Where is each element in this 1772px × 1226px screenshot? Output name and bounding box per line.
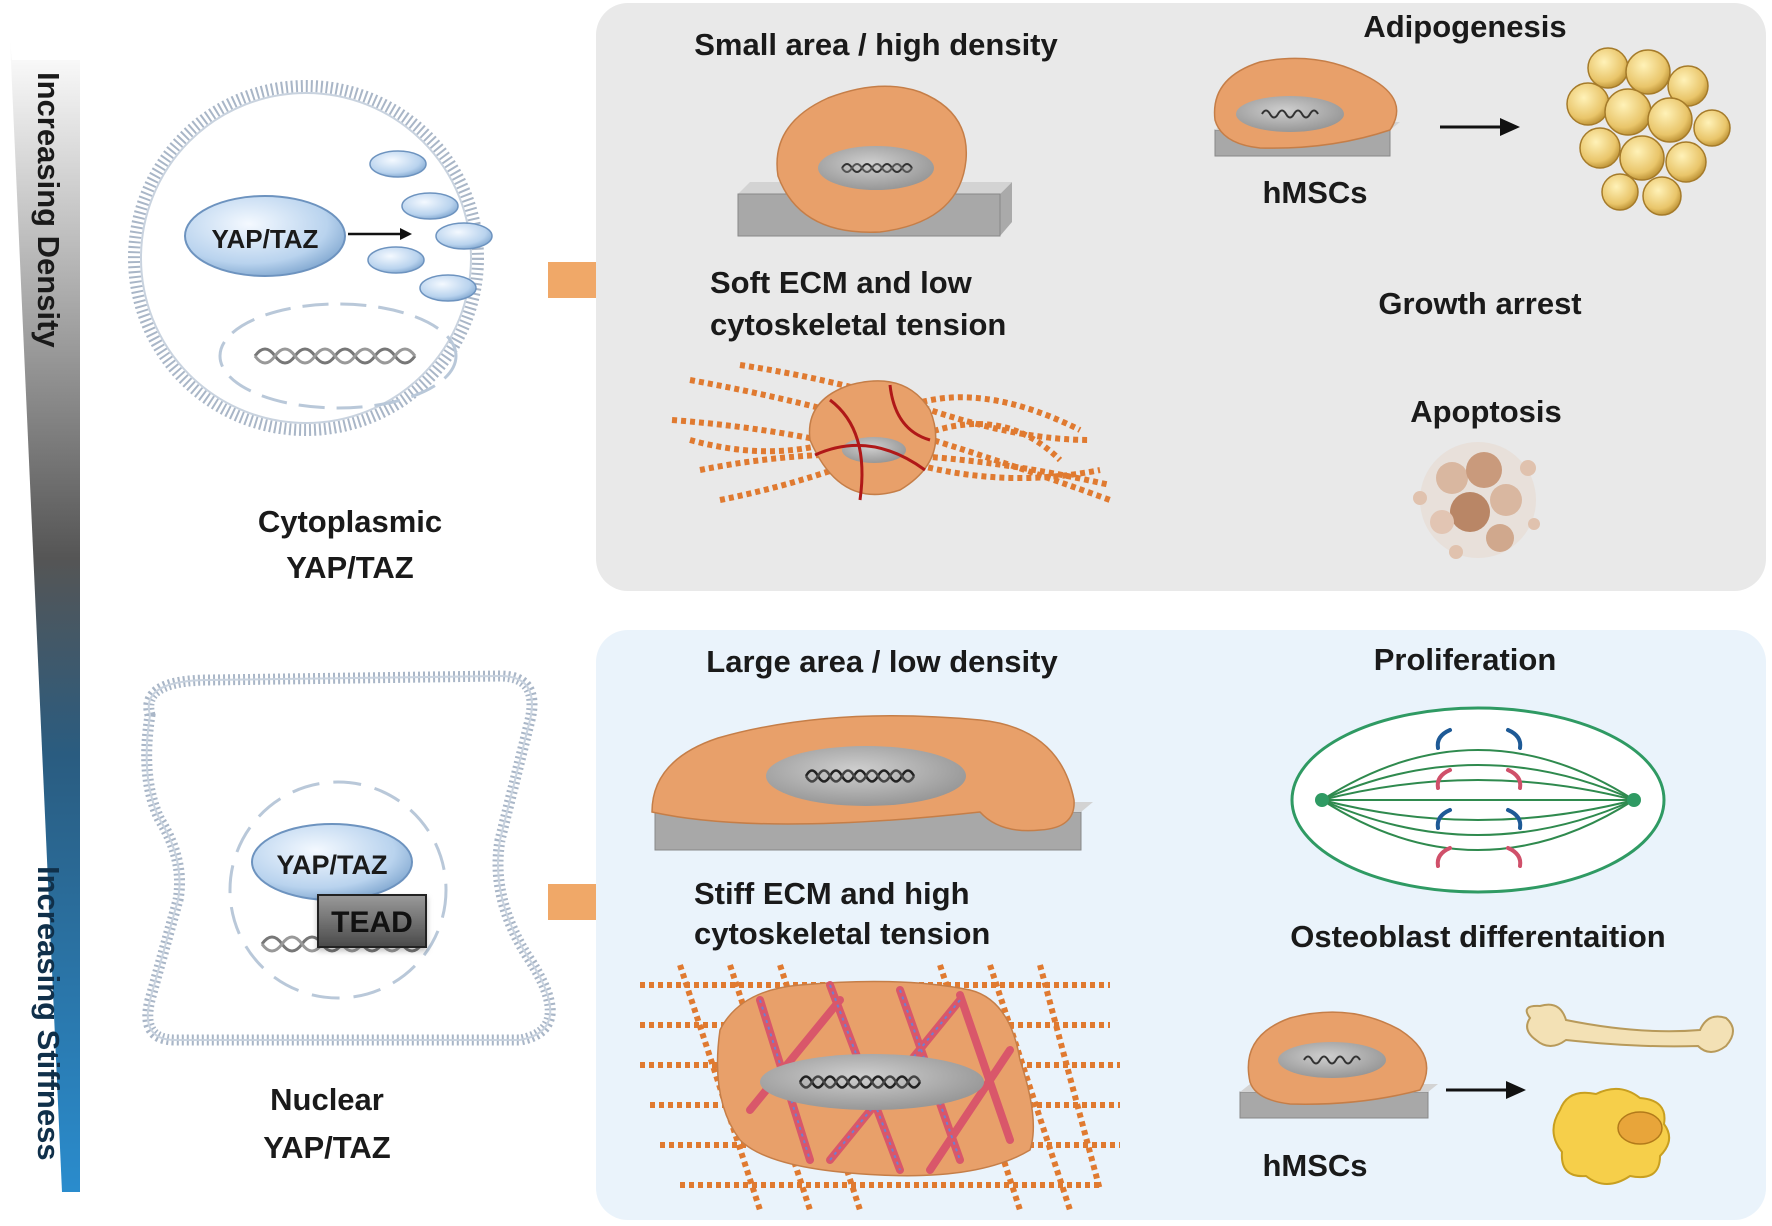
gradient-wedge [10, 40, 80, 1192]
adipogenesis-label: Adipogenesis [1363, 9, 1566, 44]
mitotic-spindle-icon [1290, 706, 1666, 894]
bottom-panel-title: Large area / low density [706, 644, 1058, 679]
dna-icon [804, 769, 916, 783]
dna-icon [253, 347, 417, 365]
cytoplasmic-caption-2: YAP/TAZ [286, 550, 414, 585]
stiff-ecm-fibers-illustration [640, 964, 1120, 1211]
arrow-icon [1446, 1081, 1526, 1099]
soft-ecm-cell-illustration [737, 85, 1012, 237]
hmsc-cell-illustration [1239, 1011, 1438, 1119]
hmsc-cell-illustration [1213, 57, 1400, 157]
arrow-icon [348, 228, 412, 240]
nucleus-outline [218, 302, 458, 410]
yap-taz-blob [184, 195, 346, 277]
top-panel-title: Small area / high density [694, 27, 1058, 62]
proliferation-label: Proliferation [1374, 642, 1557, 677]
stiff-ecm-cell-illustration [651, 714, 1093, 851]
bottom-condition-2: cytoskeletal tension [694, 916, 990, 951]
osteoblast-label: Osteoblast differentaition [1290, 919, 1665, 954]
top-condition-1: Soft ECM and low [710, 265, 973, 300]
yap-taz-label: YAP/TAZ [276, 850, 387, 880]
axis-label-density: Increasing Density [31, 72, 66, 348]
dna-icon [798, 1075, 922, 1089]
soft-ecm-fibers-illustration [671, 362, 1112, 503]
bottom-condition-1: Stiff ECM and high [694, 876, 970, 911]
bone-icon [1525, 1003, 1734, 1053]
yap-taz-label: YAP/TAZ [212, 224, 319, 254]
dna-icon [1261, 109, 1319, 119]
bottom-hmsc-label: hMSCs [1262, 1148, 1367, 1183]
top-condition-2: cytoskeletal tension [710, 307, 1006, 342]
nuclear-caption-2: YAP/TAZ [263, 1130, 391, 1165]
nucleus-outline [228, 780, 448, 1000]
nuclear-caption-1: Nuclear [270, 1082, 384, 1117]
cytoplasmic-cell: YAP/TAZ [128, 80, 493, 436]
nuclear-cell: YAP/TAZ TEAD [141, 670, 556, 1046]
dna-icon [841, 163, 913, 173]
cytoplasmic-caption-1: Cytoplasmic [258, 504, 442, 539]
tead-box [317, 894, 427, 948]
apoptosis-label: Apoptosis [1410, 394, 1562, 429]
dna-icon [1303, 1055, 1361, 1065]
osteoblast-icon [1552, 1087, 1671, 1185]
tead-label: TEAD [331, 906, 413, 939]
growth-arrest-label: Growth arrest [1378, 286, 1581, 321]
adipocyte-cluster-icon [1566, 47, 1731, 216]
top-hmsc-label: hMSCs [1262, 175, 1367, 210]
cytoplasmic-vesicles [367, 150, 493, 302]
apoptosis-icon [1413, 442, 1540, 559]
arrow-icon [1440, 118, 1520, 136]
axis-label-stiffness: Increasing Stiffness [31, 866, 66, 1161]
